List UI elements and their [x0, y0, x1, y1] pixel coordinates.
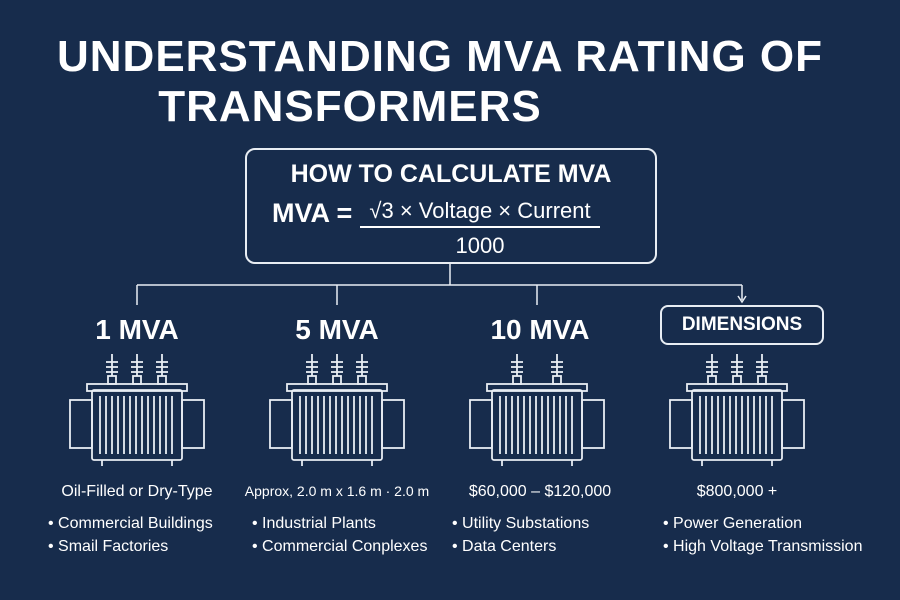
bullets-1: Commercial BuildingsSmail Factories — [48, 512, 213, 558]
formula-denominator: 1000 — [455, 233, 505, 258]
heading-5-mva: 5 MVA — [295, 314, 379, 345]
subtitle-2: Approx, 2.0 m x 1.6 m · 2.0 m — [244, 483, 430, 499]
bullets-4: Power GenerationHigh Voltage Transmissio… — [663, 512, 862, 558]
formula-box: HOW TO CALCULATE MVA MVA = √3 × Voltage … — [245, 148, 657, 264]
bullet: Data Centers — [452, 535, 589, 558]
bullet: High Voltage Transmission — [663, 535, 862, 558]
bullet: Utility Substations — [452, 512, 589, 535]
bullet: Power Generation — [663, 512, 862, 535]
bullet: Industrial Plants — [252, 512, 427, 535]
bullets-2: Industrial PlantsCommercial Conplexes — [252, 512, 427, 558]
heading-dimensions: DIMENSIONS — [660, 305, 824, 345]
title-line-2: TRANSFORMERS — [158, 82, 542, 131]
bullet: Commercial Conplexes — [252, 535, 427, 558]
transformer-icon — [669, 354, 805, 466]
formula-numerator: √3 × Voltage × Current — [360, 198, 600, 228]
subtitle-4: $800,000 + — [696, 483, 778, 500]
title-line-1: UNDERSTANDING MVA RATING OF — [57, 32, 823, 81]
formula-heading: HOW TO CALCULATE MVA — [290, 160, 612, 188]
bullet: Smail Factories — [48, 535, 213, 558]
heading-10-mva: 10 MVA — [490, 314, 590, 345]
subtitle-3: $60,000 – $120,000 — [468, 483, 612, 500]
transformer-icon — [69, 354, 205, 466]
bullets-3: Utility SubstationsData Centers — [452, 512, 589, 558]
transformer-icon — [469, 354, 605, 466]
bullet: Commercial Buildings — [48, 512, 213, 535]
heading-1-mva: 1 MVA — [95, 314, 179, 345]
subtitle-1: Oil-Filled or Dry-Type — [61, 483, 213, 500]
transformer-icon — [269, 354, 405, 466]
formula-lhs: MVA = — [272, 198, 353, 228]
